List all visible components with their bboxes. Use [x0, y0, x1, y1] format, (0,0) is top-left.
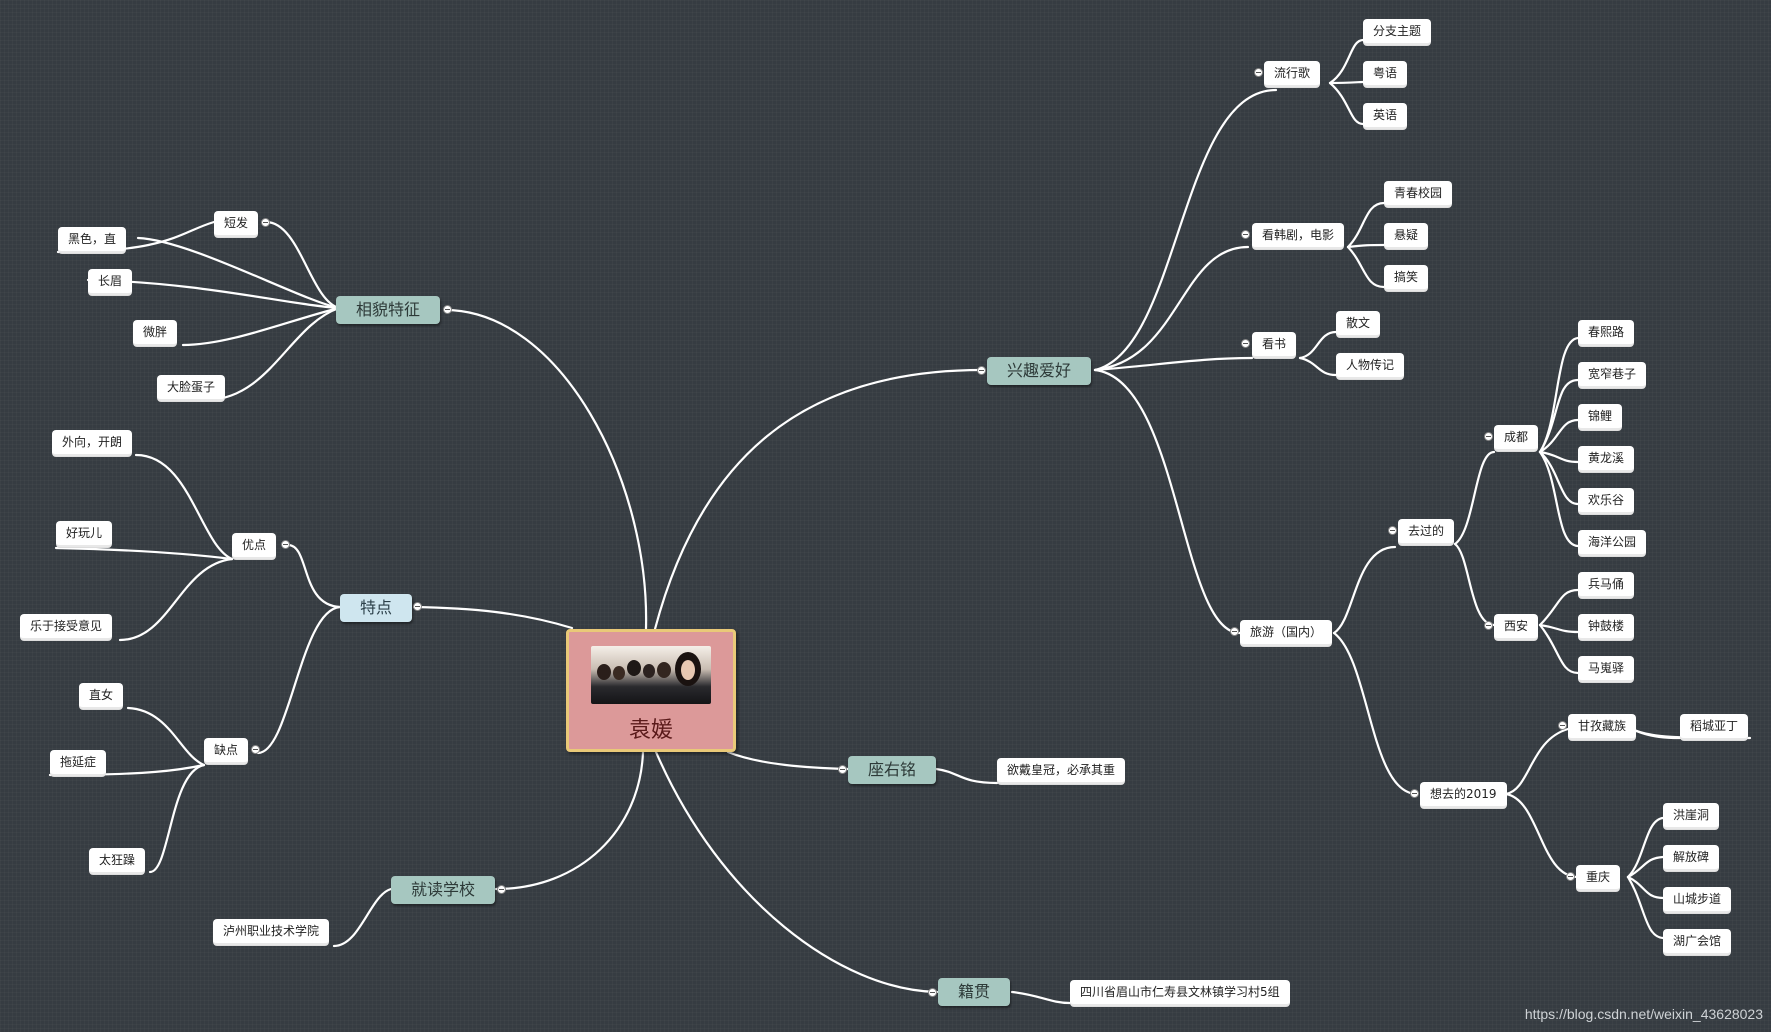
collapse-icon[interactable] — [281, 540, 290, 549]
link-center-traits — [412, 605, 574, 630]
leaf-chongqing[interactable]: 重庆 — [1576, 865, 1621, 891]
leaf-long-eyebrows[interactable]: 长眉 — [88, 269, 133, 295]
collapse-icon[interactable] — [1484, 432, 1493, 441]
leaf-hongya-cave[interactable]: 洪崖洞 — [1663, 803, 1720, 829]
leaf-kuanzhai[interactable]: 宽窄巷子 — [1578, 362, 1647, 388]
link-center-hobbies — [653, 368, 984, 631]
collapse-icon[interactable] — [928, 988, 937, 997]
collapse-icon[interactable] — [1241, 230, 1250, 239]
leaf-suspense[interactable]: 悬疑 — [1384, 223, 1429, 249]
collapse-icon[interactable] — [838, 765, 847, 774]
leaf-jiefangbei[interactable]: 解放碑 — [1663, 845, 1720, 871]
collapse-icon[interactable] — [1558, 721, 1567, 730]
leaf-youth[interactable]: 青春校园 — [1384, 181, 1453, 207]
leaf-motto-text[interactable]: 欲戴皇冠，必承其重 — [997, 758, 1126, 784]
leaf-pros[interactable]: 优点 — [232, 533, 277, 559]
leaf-huanglongxi[interactable]: 黄龙溪 — [1578, 446, 1635, 472]
collapse-icon[interactable] — [1241, 339, 1250, 348]
branch-hobbies[interactable]: 兴趣爱好 — [987, 357, 1092, 385]
link-center-motto — [726, 750, 850, 771]
branch-school[interactable]: 就读学校 — [391, 876, 496, 904]
branch-hometown[interactable]: 籍贯 — [938, 978, 1011, 1006]
leaf-ocean-park[interactable]: 海洋公园 — [1578, 530, 1647, 556]
leaf-travel[interactable]: 旅游（国内） — [1240, 620, 1333, 646]
collapse-icon[interactable] — [1254, 68, 1263, 77]
leaf-pop-songs[interactable]: 流行歌 — [1264, 61, 1321, 87]
leaf-want-2019[interactable]: 想去的2019 — [1420, 782, 1507, 808]
central-topic[interactable]: 袁媛 — [566, 629, 736, 752]
watermark-text: https://blog.csdn.net/weixin_43628023 — [1524, 1006, 1763, 1022]
leaf-chunxi[interactable]: 春熙路 — [1578, 320, 1635, 346]
leaf-mountain-walk[interactable]: 山城步道 — [1663, 887, 1732, 913]
leaf-branch-topic[interactable]: 分支主题 — [1363, 19, 1432, 45]
collapse-icon[interactable] — [1566, 872, 1575, 881]
collapse-icon[interactable] — [1410, 789, 1419, 798]
leaf-blunt[interactable]: 直女 — [79, 683, 124, 709]
leaf-daocheng[interactable]: 稻城亚丁 — [1680, 714, 1749, 740]
leaf-cantonese[interactable]: 粤语 — [1363, 61, 1408, 87]
leaf-prose[interactable]: 散文 — [1336, 311, 1381, 337]
leaf-accepts-advice[interactable]: 乐于接受意见 — [20, 614, 113, 640]
branch-motto[interactable]: 座右铭 — [848, 756, 937, 784]
leaf-big-face[interactable]: 大脸蛋子 — [157, 375, 226, 401]
leaf-jinli[interactable]: 锦鲤 — [1578, 404, 1623, 430]
central-title: 袁媛 — [628, 718, 673, 743]
leaf-happy-valley[interactable]: 欢乐谷 — [1578, 488, 1635, 514]
collapse-icon[interactable] — [1388, 526, 1397, 535]
leaf-biography[interactable]: 人物传记 — [1336, 353, 1405, 379]
collapse-icon[interactable] — [413, 602, 422, 611]
leaf-comedy[interactable]: 搞笑 — [1384, 265, 1429, 291]
leaf-mawei[interactable]: 马嵬驿 — [1578, 656, 1635, 682]
branch-appearance[interactable]: 相貌特征 — [336, 296, 441, 324]
link-center-hometown — [654, 750, 939, 994]
leaf-procrastination[interactable]: 拖延症 — [50, 750, 107, 776]
leaf-visited[interactable]: 去过的 — [1398, 519, 1455, 545]
leaf-hometown-text[interactable]: 四川省眉山市仁寿县文林镇学习村5组 — [1070, 980, 1290, 1006]
leaf-dramas[interactable]: 看韩剧，电影 — [1252, 223, 1345, 249]
collapse-icon[interactable] — [251, 745, 260, 754]
leaf-cons[interactable]: 缺点 — [204, 738, 249, 764]
leaf-reading[interactable]: 看书 — [1252, 332, 1297, 358]
collapse-icon[interactable] — [1230, 627, 1239, 636]
group-photo — [591, 646, 711, 704]
collapse-icon[interactable] — [1484, 621, 1493, 630]
leaf-bell-tower[interactable]: 钟鼓楼 — [1578, 614, 1635, 640]
leaf-chengdu[interactable]: 成都 — [1494, 425, 1539, 451]
leaf-ganzi[interactable]: 甘孜藏族 — [1568, 714, 1637, 740]
leaf-school-name[interactable]: 泸州职业技术学院 — [213, 919, 330, 945]
leaf-huguang[interactable]: 湖广会馆 — [1663, 929, 1732, 955]
collapse-icon[interactable] — [443, 305, 452, 314]
leaf-chubby[interactable]: 微胖 — [133, 320, 178, 346]
leaf-irritable[interactable]: 太狂躁 — [89, 848, 146, 874]
link-center-school — [494, 750, 645, 891]
leaf-black-straight[interactable]: 黑色，直 — [58, 227, 127, 253]
leaf-terracotta[interactable]: 兵马俑 — [1578, 572, 1635, 598]
collapse-icon[interactable] — [261, 218, 270, 227]
collapse-icon[interactable] — [977, 366, 986, 375]
leaf-xian[interactable]: 西安 — [1494, 614, 1539, 640]
leaf-fun[interactable]: 好玩儿 — [56, 521, 113, 547]
collapse-icon[interactable] — [497, 885, 506, 894]
link-center-appearance — [443, 308, 648, 631]
leaf-outgoing[interactable]: 外向，开朗 — [52, 430, 133, 456]
branch-traits[interactable]: 特点 — [340, 594, 413, 622]
leaf-english[interactable]: 英语 — [1363, 103, 1408, 129]
leaf-short-hair[interactable]: 短发 — [214, 211, 259, 237]
